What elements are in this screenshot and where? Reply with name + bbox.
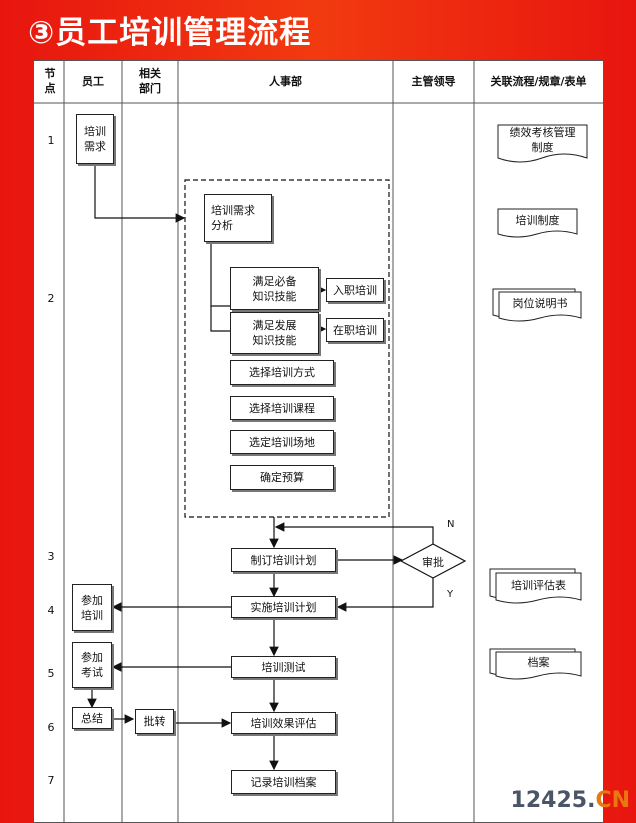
doc-training-system: 培训制度 [515,213,560,227]
attend-training-box: 参加 培训 [72,584,112,631]
choose-course-box: 选择培训课程 [230,396,334,420]
flowchart-panel: 节 点 员工 相关 部门 人事部 主管领导 关联流程/规章/表单 1 2 3 4… [33,60,604,823]
header-supervisor: 主管领导 [411,75,456,88]
header-hr: 人事部 [269,75,302,88]
yes-label: Y [447,589,454,600]
site-watermark: 12425.CN [511,788,630,813]
watermark-tld: CN [595,788,630,813]
summary-box: 总结 [72,707,112,729]
attend-exam-box: 参加 考试 [72,642,112,688]
node-number: 1 [47,134,55,147]
node-number: 3 [47,550,55,563]
on-job-box: 在职培训 [326,318,384,342]
node-number: 5 [47,667,55,680]
doc-performance-system: 绩效考核管理 制度 [509,126,576,154]
header-employee: 员工 [82,75,104,88]
header-related-docs: 关联流程/规章/表单 [490,75,587,88]
title-bar: ③员工培训管理流程 [0,0,636,58]
header-node: 节 点 [44,67,56,95]
evaluate-box: 培训效果评估 [231,712,336,734]
execute-plan-box: 实施培训计划 [231,596,336,618]
doc-archive: 档案 [527,656,550,669]
header-related-dept: 相关 部门 [139,67,161,95]
doc-evaluation-form: 培训评估表 [511,578,566,592]
node-number: 2 [47,292,55,305]
record-box: 记录培训档案 [231,770,336,794]
flow-connectors [34,61,603,822]
choose-venue-box: 选定培训场地 [230,430,334,454]
budget-box: 确定预算 [230,465,334,490]
page-title: ③员工培训管理流程 [28,15,312,51]
transfer-box: 批转 [135,709,174,734]
choose-method-box: 选择培训方式 [230,360,334,385]
dev-skills-box: 满足发展 知识技能 [230,312,319,354]
approve-diamond [399,543,467,579]
node-number: 7 [47,774,55,787]
training-need-box: 培训 需求 [76,114,114,164]
doc-job-description: 岗位说明书 [512,296,568,310]
node-number: 6 [47,721,55,734]
no-label: N [447,519,455,530]
make-plan-box: 制订培训计划 [231,548,336,572]
node-number: 4 [47,604,55,617]
basic-skills-box: 满足必备 知识技能 [230,267,319,310]
watermark-main: 12425. [510,788,596,813]
test-box: 培训测试 [231,656,336,678]
onboarding-box: 入职培训 [326,278,384,302]
approve-label: 审批 [422,556,444,569]
needs-analysis-box: 培训需求 分析 [204,194,272,242]
